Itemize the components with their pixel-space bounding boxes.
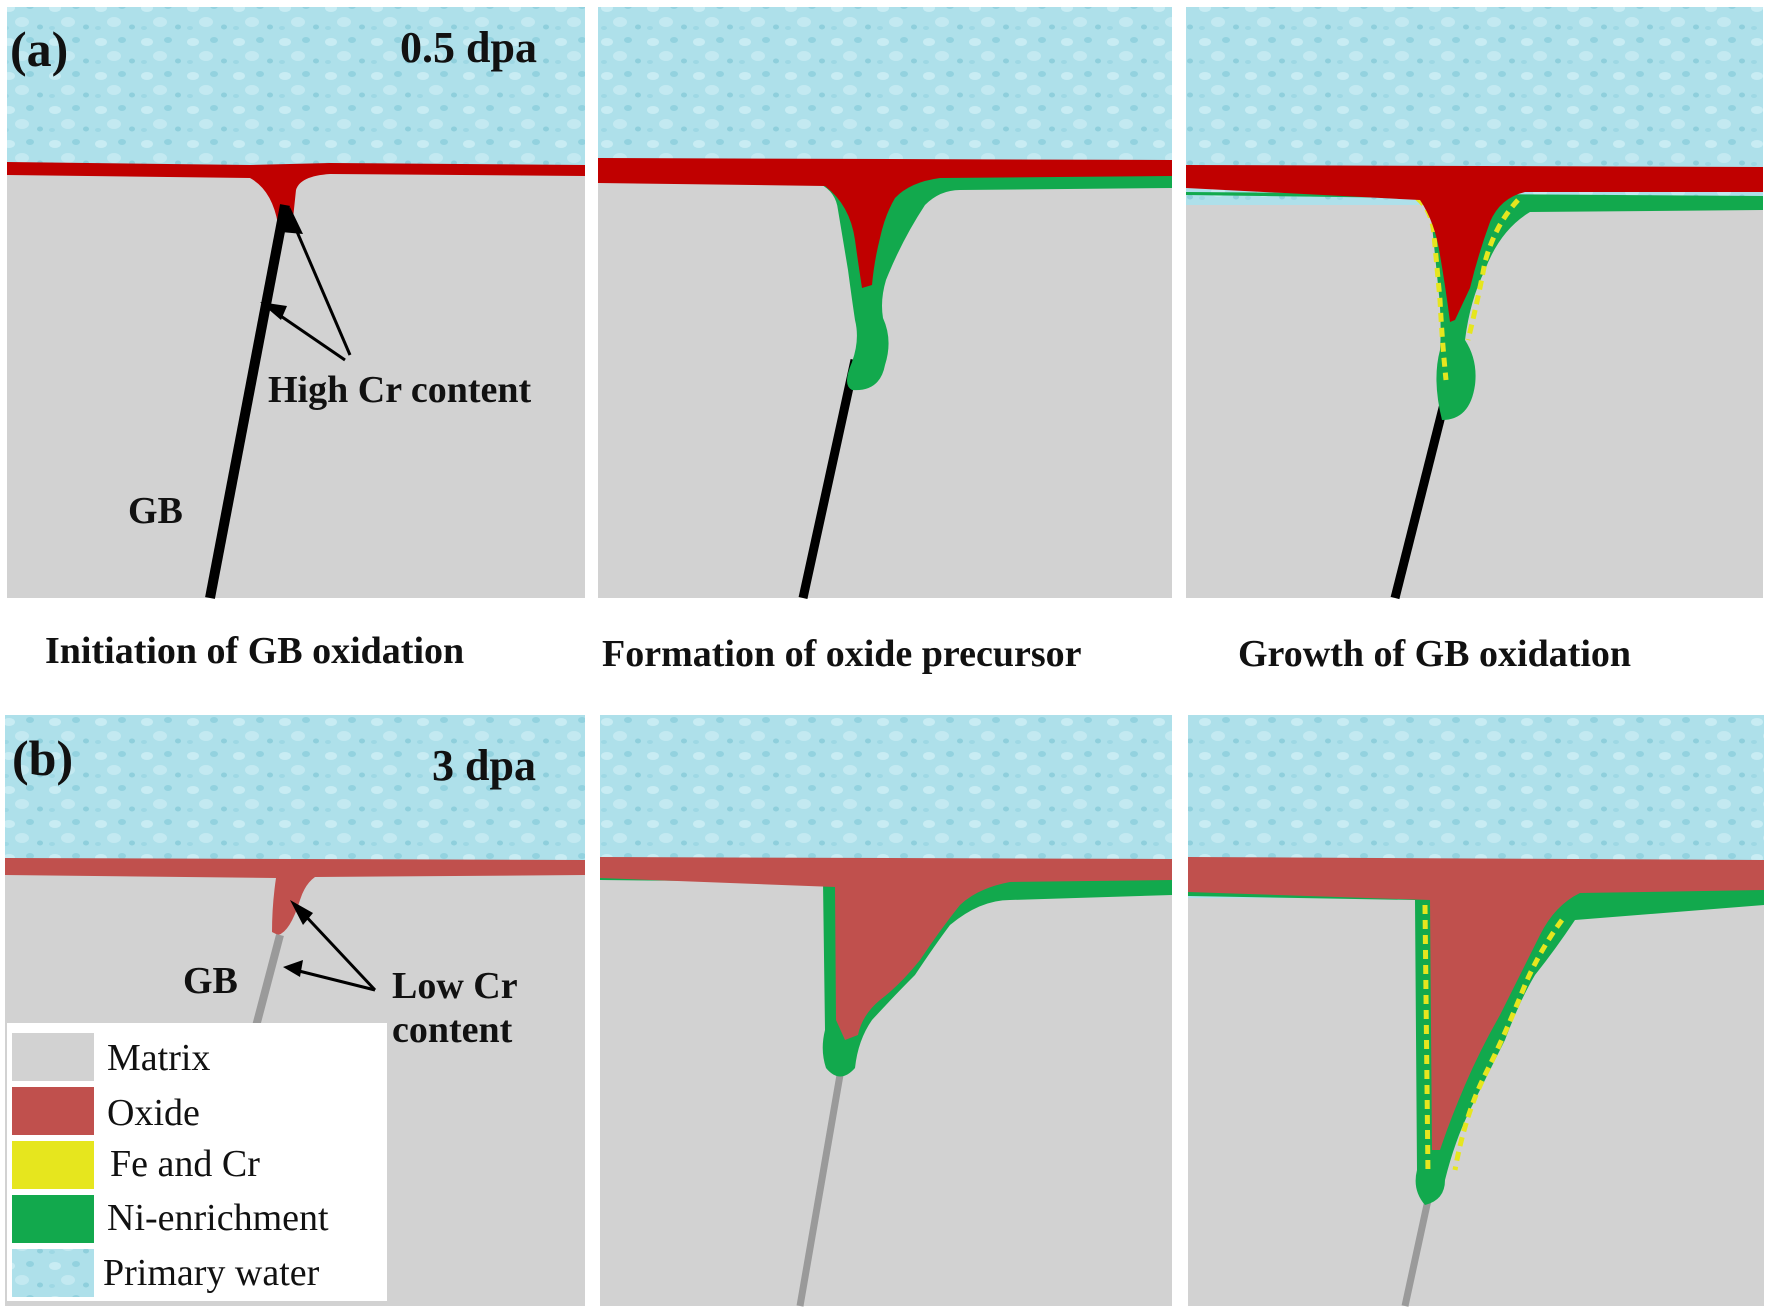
grain-boundary xyxy=(796,1074,844,1307)
dose-label: 3 dpa xyxy=(432,741,536,790)
legend-swatch-oxide xyxy=(12,1087,94,1135)
water-region xyxy=(7,7,585,167)
arrow-head xyxy=(290,900,313,925)
cr-annotation: High Cr content xyxy=(268,369,532,411)
panel-b3 xyxy=(1188,715,1764,1307)
row-a: (a) 0.5 dpa High Cr content GB Initiatio… xyxy=(7,7,1763,675)
row-b: (b) 3 dpa GB Low Cr content Matrix Oxide… xyxy=(5,715,1764,1307)
gb-label: GB xyxy=(183,960,238,1002)
arrow-head xyxy=(283,960,303,977)
legend-label: Oxide xyxy=(107,1092,200,1134)
gb-label: GB xyxy=(128,490,183,532)
oxide-layer xyxy=(5,858,585,935)
arrow-line xyxy=(298,908,377,992)
oxide-layer xyxy=(1188,857,1764,1150)
cr-annotation: Low Cr xyxy=(392,965,518,1007)
caption: Growth of GB oxidation xyxy=(1238,633,1631,675)
panel-a2 xyxy=(598,7,1172,599)
arrow-line xyxy=(271,308,346,362)
matrix-region xyxy=(7,165,585,598)
caption: Initiation of GB oxidation xyxy=(45,630,464,672)
arrow-line xyxy=(290,219,352,356)
arrow-line xyxy=(294,968,376,992)
fe-cr-layer xyxy=(1422,904,1565,1176)
legend-label: Primary water xyxy=(103,1252,320,1294)
legend-swatch-fe-cr xyxy=(12,1141,94,1189)
grain-boundary xyxy=(205,204,290,599)
grain-boundary xyxy=(251,933,284,1032)
legend-swatch-ni xyxy=(12,1195,94,1243)
caption: Formation of oxide precursor xyxy=(602,633,1082,675)
arrow-head xyxy=(260,302,287,320)
panel-b1: (b) 3 dpa GB Low Cr content Matrix Oxide… xyxy=(5,715,585,1306)
fe-cr-layer xyxy=(1415,196,1520,381)
oxide-layer xyxy=(7,162,585,228)
water-region xyxy=(5,715,585,875)
ni-enrichment xyxy=(598,173,1172,391)
oxide-layer xyxy=(598,158,1172,288)
dose-label: 0.5 dpa xyxy=(400,23,537,72)
legend-swatch-water xyxy=(12,1249,94,1297)
oxide-layer xyxy=(1186,165,1763,322)
cr-annotation: content xyxy=(392,1009,513,1051)
legend-label: Ni-enrichment xyxy=(107,1197,329,1239)
legend-label: Fe and Cr xyxy=(110,1143,260,1185)
panel-b2 xyxy=(600,715,1172,1307)
arrow-head xyxy=(281,207,303,234)
grain-boundary xyxy=(1390,398,1450,600)
legend-swatch-matrix xyxy=(12,1033,94,1081)
panel-a1: (a) 0.5 dpa High Cr content GB xyxy=(7,7,585,599)
grain-boundary xyxy=(798,359,860,599)
row-label: (b) xyxy=(12,730,73,786)
oxide-layer xyxy=(600,857,1172,1040)
row-label: (a) xyxy=(10,21,68,77)
legend-label: Matrix xyxy=(107,1037,210,1079)
legend: Matrix Oxide Fe and Cr Ni-enrichment Pri… xyxy=(7,1023,387,1301)
panel-a3 xyxy=(1186,7,1763,600)
grain-boundary xyxy=(1401,1199,1432,1307)
